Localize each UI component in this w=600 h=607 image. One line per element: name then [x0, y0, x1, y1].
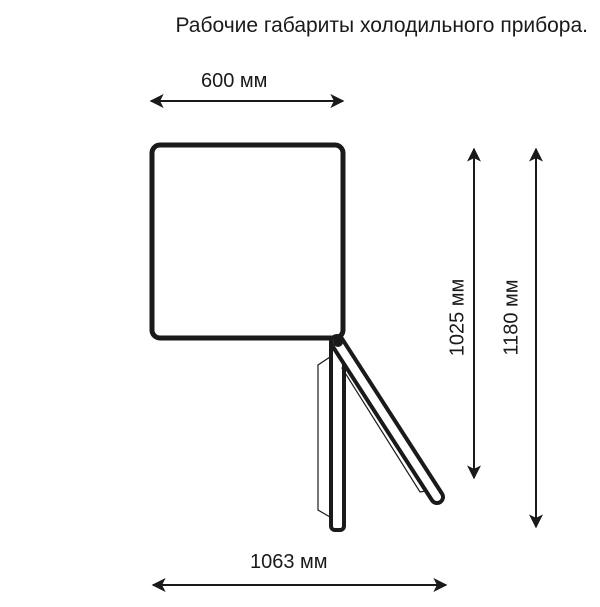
fridge-body-outline: [149, 142, 346, 341]
width-dimension-label: 600 мм: [201, 70, 268, 92]
hinge-icon: [333, 337, 343, 347]
open-depth-dimension-label: 1063 мм: [250, 551, 328, 573]
open-door: [329, 334, 445, 505]
diagram-title: Рабочие габариты холодильного прибора.: [175, 14, 588, 37]
closed-door: [317, 338, 346, 532]
